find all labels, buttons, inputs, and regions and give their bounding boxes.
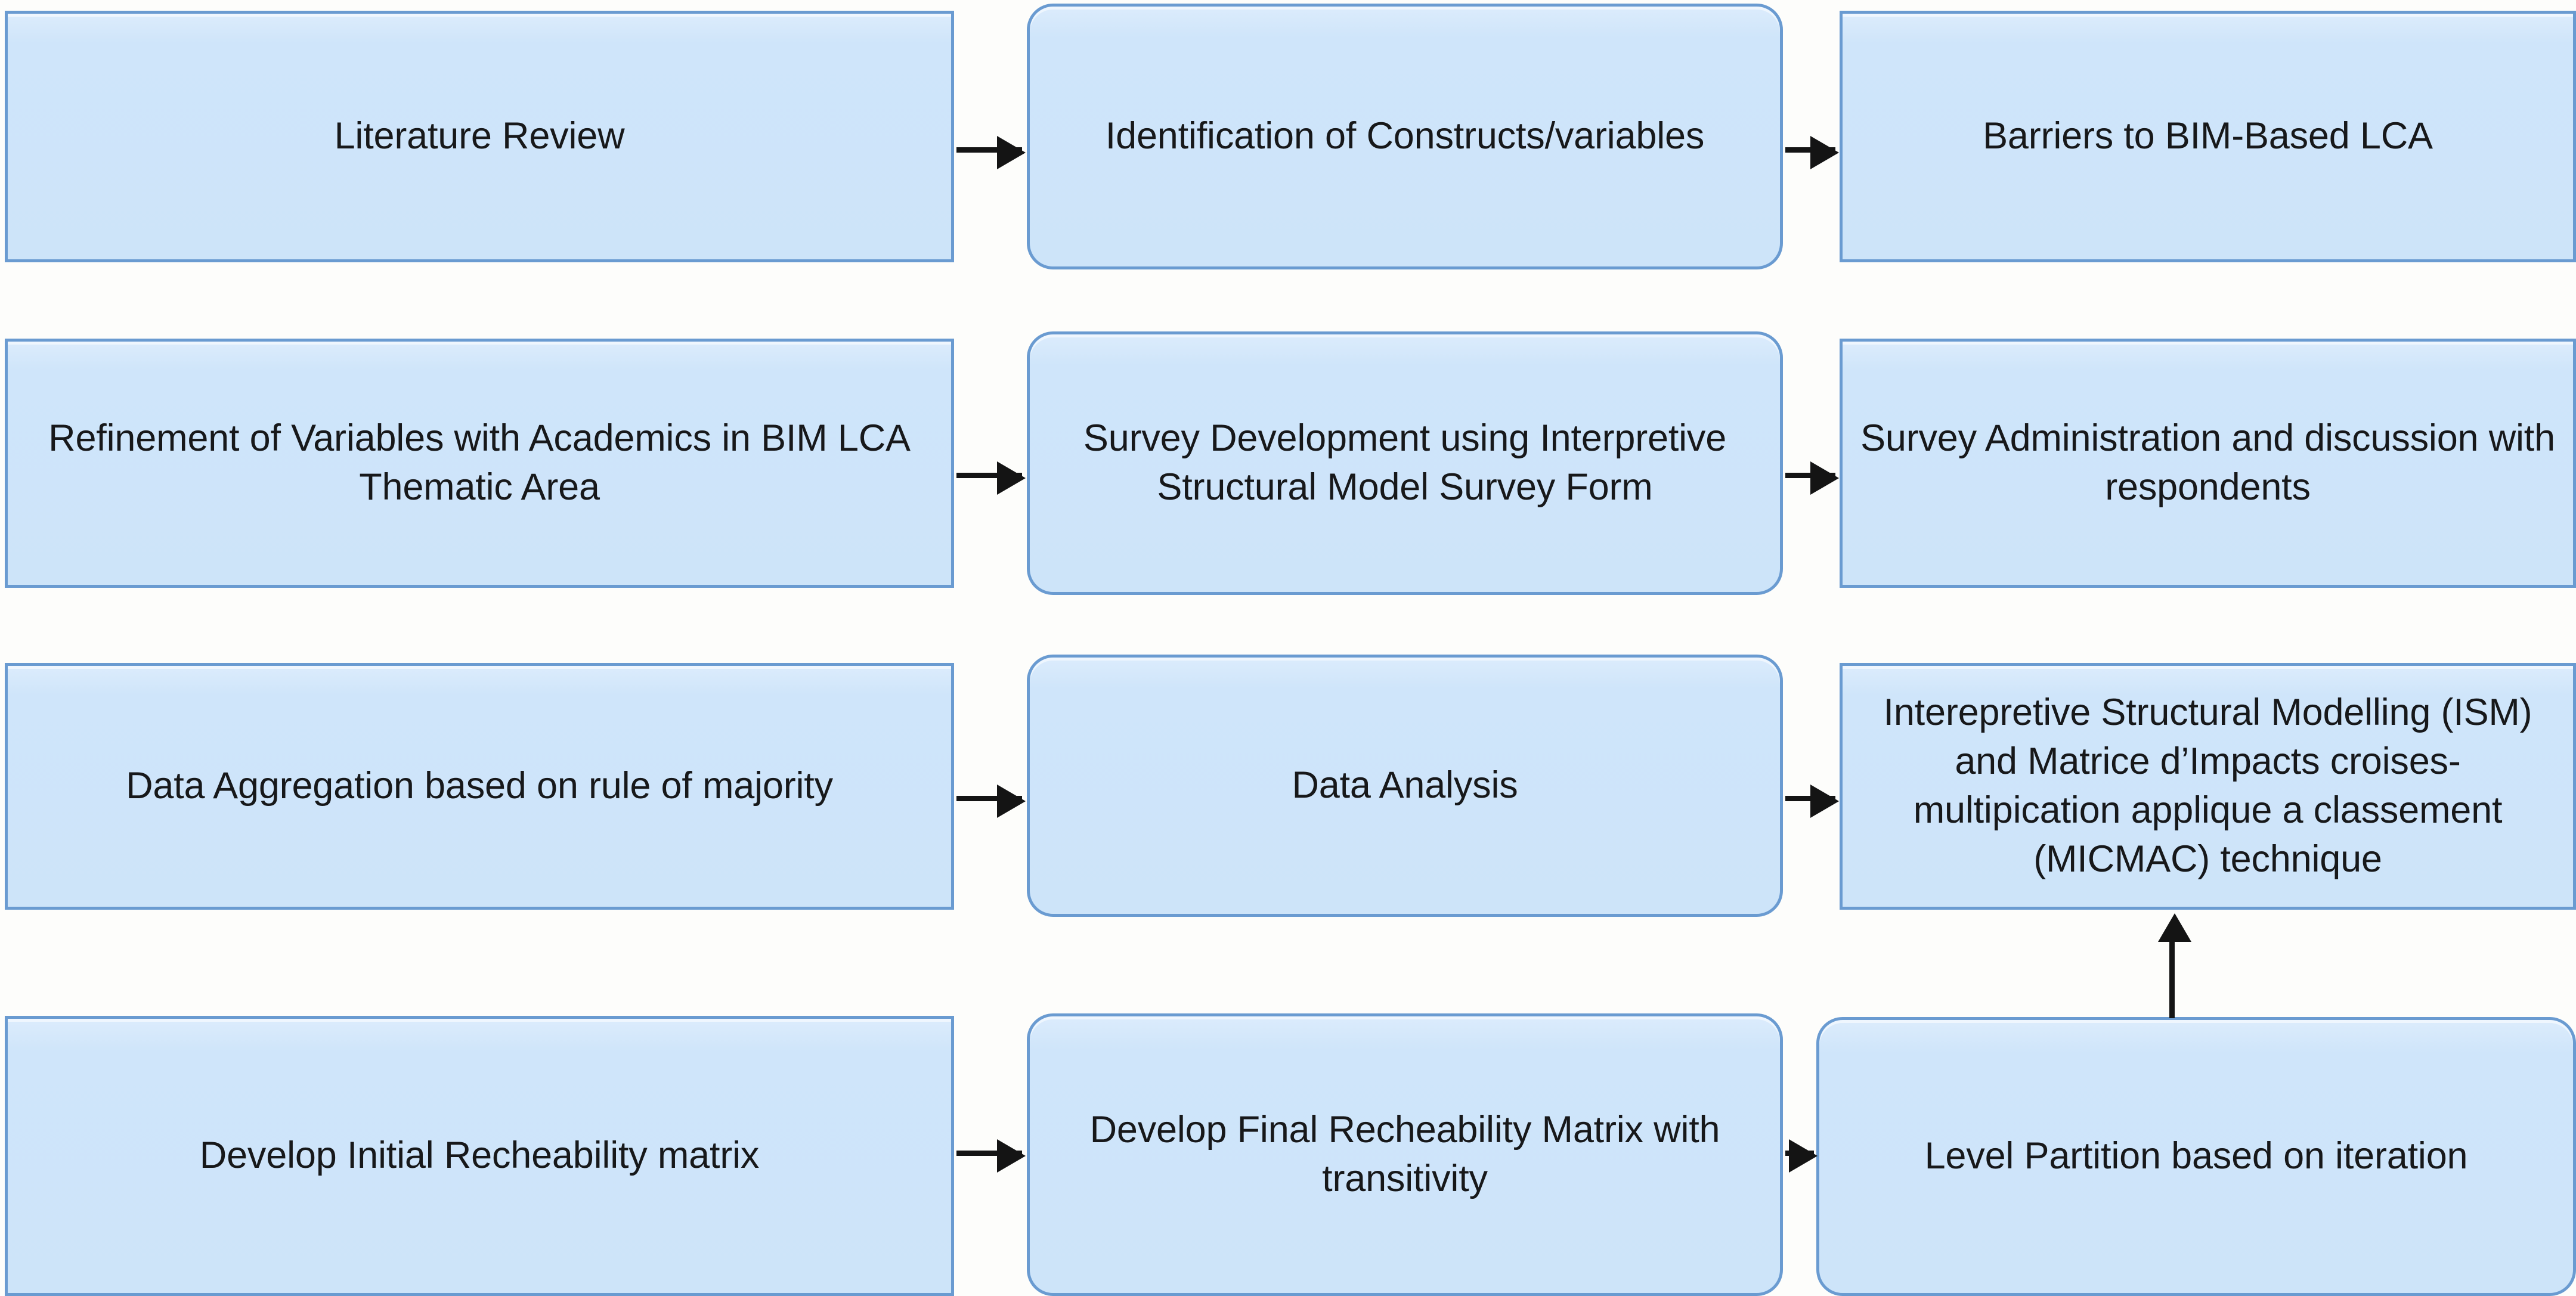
flow-edge-final-matrix-to-level-partition: [1785, 1139, 1818, 1173]
flow-node-label: Data Analysis: [1292, 764, 1518, 807]
flow-node-level-partition[interactable]: Level Partition based on iteration: [1816, 1017, 2576, 1296]
flow-node-label: Level Partition based on iteration: [1924, 1135, 2468, 1177]
flow-node-develop-final-recheability-matrix[interactable]: Develop Final Recheability Matrix with t…: [1027, 1013, 1783, 1296]
flow-node-ism-micmac-technique[interactable]: Interepretive Structural Modelling (ISM)…: [1840, 663, 2576, 910]
flow-node-survey-development[interactable]: Survey Development using Interpretive St…: [1027, 331, 1783, 595]
flow-node-data-analysis[interactable]: Data Analysis: [1027, 655, 1783, 917]
flow-edge-level-partition-to-ism-micmac: [2158, 913, 2191, 1018]
flow-node-label: Survey Administration and discussion wit…: [1860, 417, 2555, 508]
flow-node-label: Identification of Constructs/variables: [1105, 115, 1705, 157]
flow-node-label: Barriers to BIM-Based LCA: [1983, 115, 2433, 157]
flow-edge-initial-matrix-to-final-matrix: [956, 1139, 1026, 1173]
flow-edge-literature-review-to-identification: [956, 136, 1026, 169]
flow-edge-survey-development-to-administration: [1785, 461, 1839, 495]
flow-node-barriers-to-bim-based-lca[interactable]: Barriers to BIM-Based LCA: [1840, 11, 2576, 262]
flow-node-label: Survey Development using Interpretive St…: [1083, 417, 1727, 508]
flow-edge-identification-to-barriers: [1785, 136, 1839, 169]
flow-node-develop-initial-recheability-matrix[interactable]: Develop Initial Recheability matrix: [5, 1016, 954, 1296]
flow-node-refinement-of-variables[interactable]: Refinement of Variables with Academics i…: [5, 339, 954, 588]
flow-node-label: Literature Review: [334, 115, 625, 157]
flow-node-label: Data Aggregation based on rule of majori…: [126, 765, 833, 807]
flow-edge-aggregation-to-analysis: [956, 785, 1026, 818]
flow-node-survey-administration[interactable]: Survey Administration and discussion wit…: [1840, 339, 2576, 588]
flow-node-label: Refinement of Variables with Academics i…: [48, 417, 911, 508]
flow-edge-analysis-to-ism-micmac: [1785, 785, 1839, 818]
flow-node-label: Develop Initial Recheability matrix: [199, 1134, 760, 1177]
flow-node-label: Interepretive Structural Modelling (ISM)…: [1883, 692, 2532, 880]
flow-node-literature-review[interactable]: Literature Review: [5, 11, 954, 262]
flow-node-label: Develop Final Recheability Matrix with t…: [1089, 1109, 1720, 1199]
flow-edge-refinement-to-survey-development: [956, 461, 1026, 495]
flow-node-identification-of-constructs[interactable]: Identification of Constructs/variables: [1027, 4, 1783, 269]
flow-node-data-aggregation[interactable]: Data Aggregation based on rule of majori…: [5, 663, 954, 910]
